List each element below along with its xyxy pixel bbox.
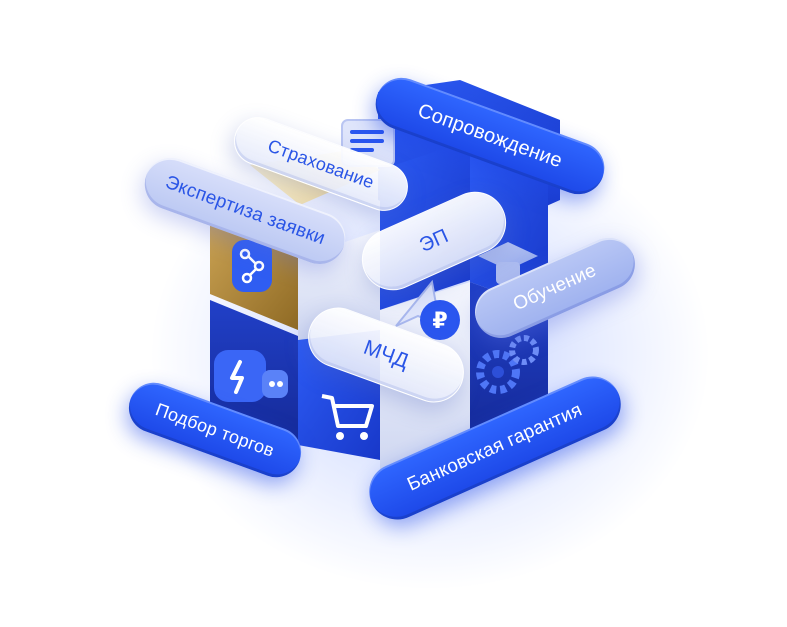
pill-ep-label: ЭП [416,224,452,257]
right-side-block [470,140,548,310]
pill-mchd-label: МЧД [360,335,412,374]
lightning-chat-icon [214,350,288,402]
shopping-cart-icon [321,394,374,440]
route-nodes-icon [232,240,272,292]
svg-text:₽: ₽ [432,309,447,334]
gears-icon [476,335,539,394]
ruble-coin-icon: ₽ [420,300,460,340]
